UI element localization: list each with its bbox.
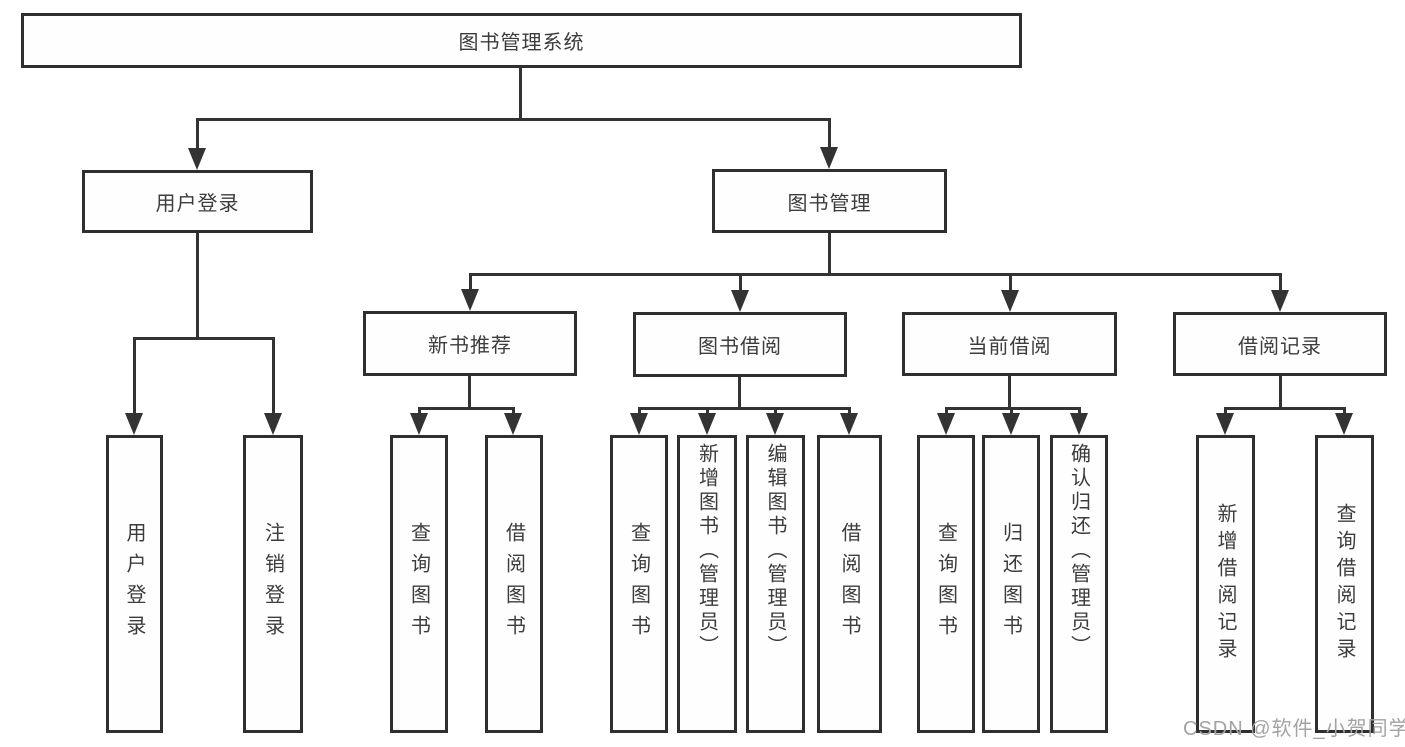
- connector-to-leaf-logout: [272, 337, 275, 415]
- connector-borrow-split: [638, 407, 850, 410]
- node-current: 当前借阅: [902, 312, 1117, 376]
- leaf-bor-query: 查询图书: [610, 435, 668, 733]
- leaf-bor-add-label: 新增图书（管理员）: [695, 443, 718, 659]
- leaf-cur-return-label: 归还图书: [999, 522, 1022, 646]
- connector-to-bor-add: [706, 407, 709, 415]
- arrowhead-rec-borrow: [504, 413, 522, 435]
- arrowhead-bor-edit: [766, 413, 784, 435]
- connector-book-mgmt-split: [469, 273, 1281, 276]
- connector-root-split: [196, 118, 830, 121]
- leaf-cur-confirm: 确认归还（管理员）: [1050, 435, 1108, 733]
- leaf-cur-query: 查询图书: [917, 435, 975, 733]
- arrowhead-recd-query: [1335, 413, 1353, 435]
- arrowhead-bor-borrow: [840, 413, 858, 435]
- leaf-logout: 注销登录: [243, 435, 303, 733]
- node-borrow-label: 图书借阅: [698, 336, 782, 358]
- connector-to-borrow: [739, 273, 742, 291]
- leaf-cur-query-label: 查询图书: [934, 522, 957, 646]
- csdn-watermark: CSDN @软件_小贺同学: [1183, 718, 1405, 740]
- connector-book-mgmt-stem: [828, 233, 831, 273]
- connector-user-login-stem: [196, 233, 199, 337]
- connector-to-bor-query: [638, 407, 641, 415]
- leaf-recd-query: 查询借阅记录: [1315, 435, 1374, 733]
- arrowhead-book-mgmt: [820, 147, 838, 169]
- connector-to-book-mgmt: [828, 118, 831, 149]
- connector-to-new-rec: [469, 273, 472, 291]
- connector-to-rec-query: [418, 407, 421, 415]
- node-book-mgmt-group-label: 图书管理: [787, 192, 872, 215]
- leaf-rec-borrow: 借阅图书: [485, 435, 543, 733]
- connector-borrow-stem: [738, 377, 741, 407]
- connector-to-cur-query: [945, 407, 948, 415]
- connector-to-cur-confirm: [1078, 407, 1081, 415]
- leaf-user-login-label: 用户登录: [123, 522, 145, 646]
- leaf-rec-query-label: 查询图书: [407, 522, 430, 646]
- leaf-bor-borrow: 借阅图书: [817, 435, 882, 733]
- node-root: 图书管理系统: [21, 13, 1022, 68]
- arrowhead-leaf-user-login: [125, 413, 143, 435]
- connector-records-split: [1224, 407, 1346, 410]
- connector-to-recd-query: [1343, 407, 1346, 415]
- node-new-rec: 新书推荐: [363, 311, 577, 376]
- leaf-rec-query: 查询图书: [390, 435, 448, 733]
- node-current-label: 当前借阅: [967, 335, 1052, 358]
- connector-to-rec-borrow: [512, 407, 515, 415]
- connector-to-current: [1009, 273, 1012, 291]
- arrowhead-rec-query: [410, 413, 428, 435]
- leaf-bor-edit: 编辑图书（管理员）: [746, 435, 805, 733]
- connector-to-bor-edit: [774, 407, 777, 415]
- arrowhead-borrow: [731, 290, 749, 312]
- arrowhead-current: [1001, 290, 1019, 312]
- arrowhead-recd-add: [1216, 413, 1234, 435]
- arrowhead-records: [1271, 290, 1289, 312]
- leaf-rec-borrow-label: 借阅图书: [502, 522, 525, 646]
- connector-user-login-split: [133, 337, 274, 340]
- node-user-login-group: 用户登录: [82, 170, 313, 233]
- node-book-mgmt-group: 图书管理: [712, 169, 947, 233]
- node-root-label: 图书管理系统: [458, 32, 585, 54]
- arrowhead-bor-add: [698, 413, 716, 435]
- connector-to-records: [1279, 273, 1282, 291]
- leaf-cur-return: 归还图书: [982, 435, 1040, 733]
- arrowhead-user-login: [188, 148, 206, 170]
- leaf-logout-label: 注销登录: [261, 522, 284, 646]
- leaf-recd-query-label: 查询借阅记录: [1333, 503, 1355, 665]
- leaf-bor-borrow-label: 借阅图书: [838, 522, 860, 646]
- arrowhead-cur-query: [937, 413, 955, 435]
- arrowhead-cur-return: [1002, 413, 1020, 435]
- arrowhead-bor-query: [630, 413, 648, 435]
- leaf-recd-add-label: 新增借阅记录: [1214, 503, 1236, 665]
- node-borrow: 图书借阅: [633, 312, 847, 377]
- connector-to-leaf-user-login: [133, 337, 136, 415]
- connector-records-stem: [1279, 376, 1282, 407]
- leaf-bor-edit-label: 编辑图书（管理员）: [764, 443, 786, 659]
- arrowhead-new-rec: [461, 289, 479, 311]
- node-new-rec-label: 新书推荐: [428, 335, 512, 357]
- leaf-cur-confirm-label: 确认归还（管理员）: [1067, 443, 1090, 659]
- node-records: 借阅记录: [1173, 312, 1387, 376]
- leaf-bor-add: 新增图书（管理员）: [677, 435, 737, 733]
- node-user-login-group-label: 用户登录: [155, 193, 240, 215]
- connector-to-cur-return: [1010, 407, 1013, 415]
- connector-new-rec-stem: [468, 376, 471, 407]
- arrowhead-cur-confirm: [1070, 413, 1088, 435]
- leaf-bor-query-label: 查询图书: [627, 522, 650, 646]
- leaf-recd-add: 新增借阅记录: [1196, 435, 1255, 733]
- connector-new-rec-split: [418, 407, 515, 410]
- connector-to-user-login: [196, 118, 199, 150]
- connector-current-stem: [1008, 376, 1011, 407]
- arrowhead-leaf-logout: [264, 413, 282, 435]
- node-records-label: 借阅记录: [1238, 335, 1322, 358]
- connector-to-recd-add: [1224, 407, 1227, 415]
- leaf-user-login: 用户登录: [106, 435, 163, 733]
- connector-root-stem: [519, 68, 522, 118]
- connector-to-bor-borrow: [848, 407, 851, 415]
